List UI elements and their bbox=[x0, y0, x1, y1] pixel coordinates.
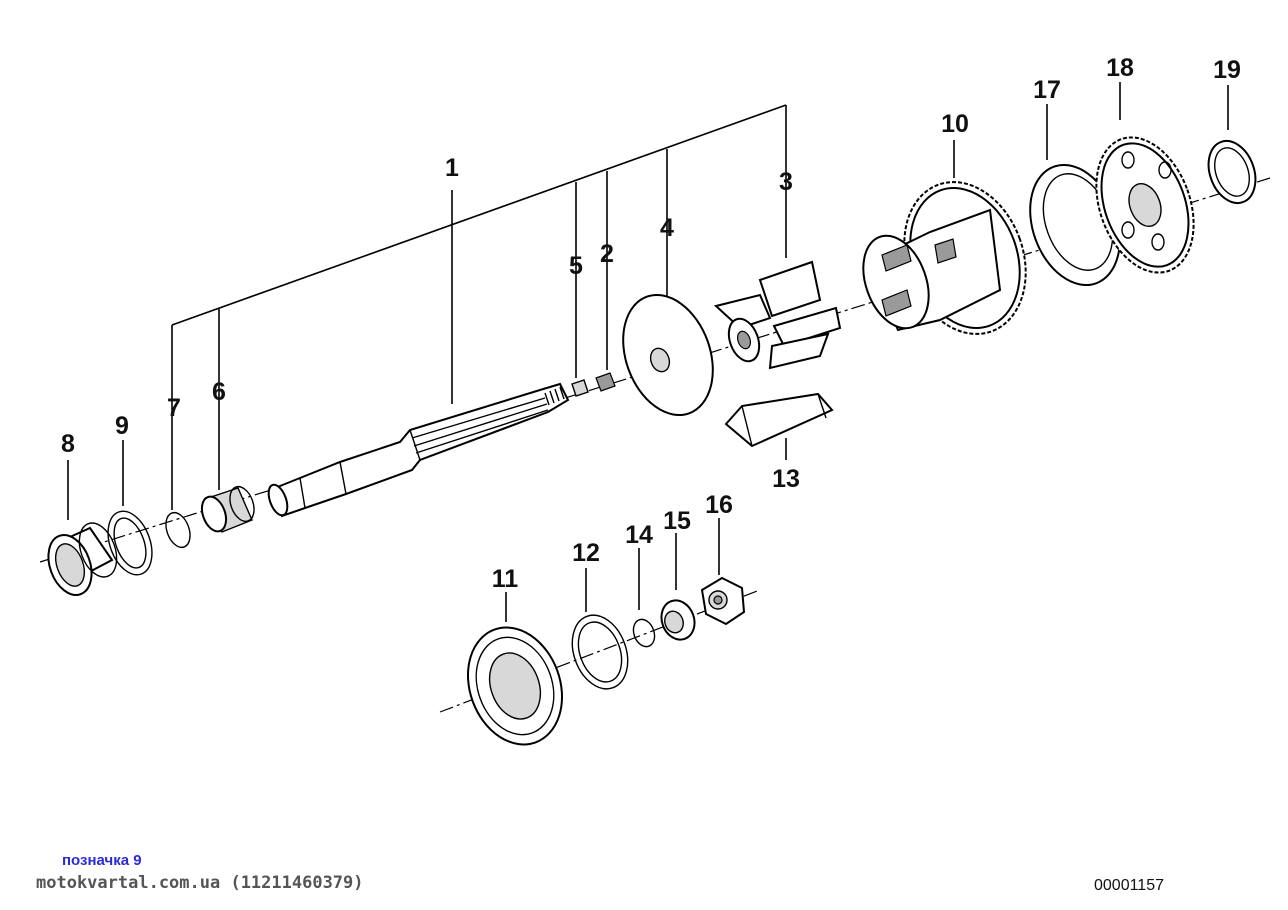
wedge-part-13 bbox=[724, 392, 834, 448]
pin-part-2 bbox=[595, 372, 616, 392]
circlip-part-9 bbox=[107, 510, 153, 576]
label-9: 9 bbox=[115, 412, 129, 440]
circlip-part-7 bbox=[165, 511, 191, 549]
caption-link[interactable]: позначка 9 bbox=[62, 852, 142, 869]
part-number-labels: 1 2 3 4 5 6 7 8 9 10 11 12 13 14 15 16 1… bbox=[61, 54, 1241, 593]
circlip-part-12 bbox=[571, 614, 629, 690]
label-11: 11 bbox=[492, 565, 519, 593]
label-13: 13 bbox=[772, 465, 800, 493]
pin-part-5 bbox=[571, 379, 589, 397]
gear-housing-part-10 bbox=[862, 181, 1027, 335]
label-5: 5 bbox=[569, 252, 583, 280]
label-16: 16 bbox=[705, 491, 733, 519]
bushing-part-6 bbox=[200, 485, 255, 533]
watermark-text: motokvartal.com.ua (11211460379) bbox=[36, 873, 364, 893]
seal-part-11 bbox=[466, 626, 564, 746]
label-10: 10 bbox=[941, 110, 969, 138]
label-14: 14 bbox=[625, 521, 653, 549]
leader-lines bbox=[67, 82, 1229, 622]
label-4: 4 bbox=[660, 214, 674, 242]
label-8: 8 bbox=[61, 430, 75, 458]
label-12: 12 bbox=[572, 539, 600, 567]
label-3: 3 bbox=[779, 168, 793, 196]
ring-part-19 bbox=[1207, 140, 1257, 204]
needle-bearing-part-8 bbox=[47, 522, 118, 596]
shaft-part-1 bbox=[267, 382, 570, 518]
label-15: 15 bbox=[663, 507, 691, 535]
gear-part-18 bbox=[1095, 136, 1195, 274]
o-ring-part-14 bbox=[632, 618, 656, 648]
washer-plate-part-4 bbox=[622, 293, 714, 417]
document-number: 00001157 bbox=[1094, 877, 1164, 894]
label-17: 17 bbox=[1033, 76, 1061, 104]
washer-part-15 bbox=[660, 599, 696, 641]
label-19: 19 bbox=[1213, 56, 1241, 84]
impeller-part-3 bbox=[713, 260, 842, 370]
label-1: 1 bbox=[445, 154, 459, 182]
label-7: 7 bbox=[167, 394, 181, 422]
nut-part-16 bbox=[700, 576, 746, 626]
label-2: 2 bbox=[600, 240, 614, 268]
label-18: 18 bbox=[1106, 54, 1134, 82]
label-6: 6 bbox=[212, 378, 226, 406]
